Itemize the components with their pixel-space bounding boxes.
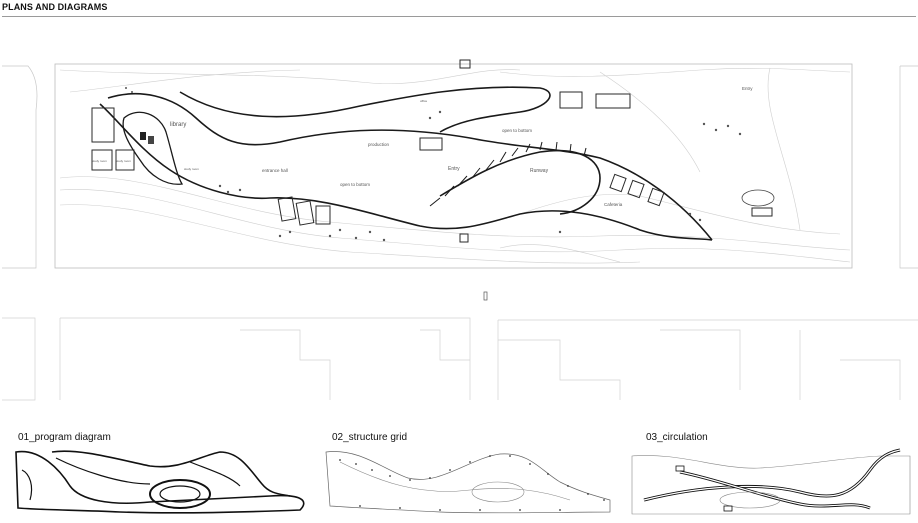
page-header: PLANS AND DIAGRAMS xyxy=(2,2,916,17)
scale-marker xyxy=(483,291,488,301)
furniture-dots xyxy=(125,87,742,242)
page-title: PLANS AND DIAGRAMS xyxy=(2,2,108,12)
label-open-to-bottom-right: open to bottom xyxy=(502,128,532,133)
caption-structure-grid: 02_structure grid xyxy=(332,432,408,443)
label-runway: Runway xyxy=(530,168,549,174)
runway-ribs xyxy=(429,141,587,207)
neighbour-right xyxy=(899,65,918,269)
plan-labels: library entrance hall open to bottom pro… xyxy=(92,86,753,207)
neighbour-left xyxy=(2,65,38,269)
library-stair-2 xyxy=(148,136,154,144)
label-library: library xyxy=(170,122,186,128)
label-study-room-2: study room xyxy=(116,159,131,163)
contour-lines xyxy=(59,67,851,264)
label-entry-center: Entry xyxy=(448,166,460,172)
rooms xyxy=(91,59,773,243)
building-outline xyxy=(99,86,713,241)
caption-circulation: 03_circulation xyxy=(646,432,708,443)
caption-program-diagram: 01_program diagram xyxy=(18,432,111,443)
library-form xyxy=(122,111,184,185)
diagram-structure xyxy=(325,451,611,514)
library-stair xyxy=(140,132,146,140)
plan-frame xyxy=(54,63,853,269)
diagram-circulation xyxy=(631,448,911,515)
plaza-ellipse xyxy=(741,189,775,207)
label-production: production xyxy=(368,142,390,147)
label-entrance-hall: entrance hall xyxy=(262,168,288,173)
label-cafeteria: Cafeteria xyxy=(604,202,623,207)
label-study-room-3: study room xyxy=(184,167,199,171)
label-office: office xyxy=(420,99,427,103)
label-open-to-bottom-left: open to bottom xyxy=(340,182,370,187)
diagram-program xyxy=(15,450,305,514)
label-entry-right: Entry xyxy=(742,86,753,91)
label-study-room-1: study room xyxy=(92,159,107,163)
context-buildings xyxy=(2,317,918,401)
